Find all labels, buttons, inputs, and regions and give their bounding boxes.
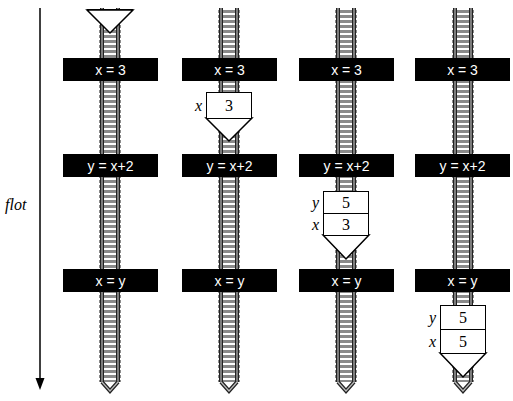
variable-cell: x3 xyxy=(206,92,252,119)
statement-band: x = y xyxy=(63,269,158,292)
statement-text: y = x+2 xyxy=(440,158,486,174)
variable-value: 3 xyxy=(342,216,350,234)
variable-name: y xyxy=(429,309,436,327)
variable-value: 5 xyxy=(459,309,467,327)
flow-arrow xyxy=(39,8,41,380)
variable-value: 3 xyxy=(225,97,233,115)
variable-cell: y5 xyxy=(323,191,369,214)
statement-band: y = x+2 xyxy=(415,154,510,177)
statement-text: x = y xyxy=(96,273,126,289)
statement-text: x = 3 xyxy=(331,62,362,78)
statement-band: x = 3 xyxy=(415,58,510,81)
variable-name: y xyxy=(312,194,319,212)
train-nose xyxy=(440,353,486,377)
variable-value: 5 xyxy=(459,333,467,351)
statement-text: y = x+2 xyxy=(207,158,253,174)
variable-cell: y5 xyxy=(440,305,486,330)
statement-band: x = 3 xyxy=(182,58,277,81)
statement-text: x = y xyxy=(448,273,478,289)
statement-band: y = x+2 xyxy=(299,154,394,177)
statement-text: x = 3 xyxy=(214,62,245,78)
statement-band: y = x+2 xyxy=(63,154,158,177)
train-nose xyxy=(206,118,252,141)
variable-name: x xyxy=(429,333,436,351)
statement-band: x = y xyxy=(299,269,394,292)
train-nose xyxy=(323,235,369,259)
statement-band: x = 3 xyxy=(299,58,394,81)
statement-band: x = 3 xyxy=(63,58,158,81)
variable-cell: x5 xyxy=(440,329,486,354)
arrow-head xyxy=(36,378,45,390)
train-nose xyxy=(87,10,133,33)
statement-band: x = y xyxy=(182,269,277,292)
statement-text: x = y xyxy=(332,273,362,289)
statement-text: y = x+2 xyxy=(324,158,370,174)
statement-text: x = 3 xyxy=(95,62,126,78)
statement-text: x = 3 xyxy=(447,62,478,78)
variable-cell: x3 xyxy=(323,213,369,236)
variable-value: 5 xyxy=(342,194,350,212)
variable-name: x xyxy=(312,216,319,234)
statement-band: y = x+2 xyxy=(182,154,277,177)
statement-text: y = x+2 xyxy=(88,158,134,174)
statement-text: x = y xyxy=(215,273,245,289)
variable-name: x xyxy=(195,97,202,115)
statement-band: x = y xyxy=(415,269,510,292)
flow-label: flot xyxy=(4,196,27,214)
